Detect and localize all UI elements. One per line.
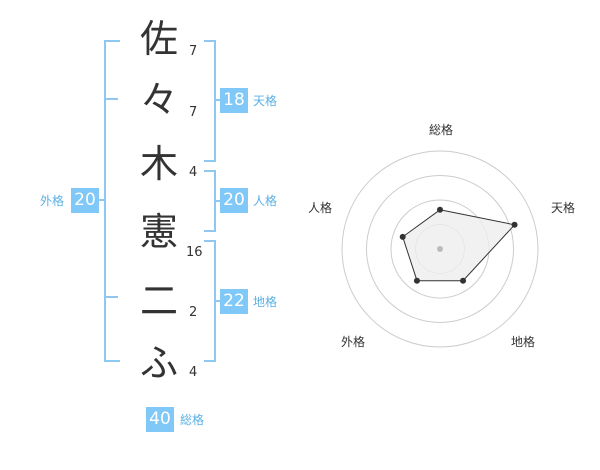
stroke-count-3: 4 [189, 165, 198, 180]
jinkaku-bracket-connector [216, 200, 222, 202]
stroke-count-2: 7 [189, 105, 198, 120]
radar-label-gaikaku: 外格 [341, 334, 365, 349]
jinkaku-bracket [204, 170, 216, 232]
stroke-count-1: 7 [189, 44, 198, 59]
soukaku-label: 総格 [180, 413, 205, 427]
chikaku-value: 22 [220, 289, 248, 314]
name-char-2: 々 [139, 78, 178, 122]
radar-chart: 総格 天格 地格 外格 人格 [308, 122, 575, 349]
name-char-5: 二 [139, 279, 178, 323]
radar-grid-ring [341, 150, 539, 348]
soukaku-value: 40 [146, 407, 174, 432]
tenkaku-label: 天格 [253, 94, 278, 108]
gaikaku-value: 20 [71, 188, 99, 213]
gaikaku-bracket [104, 40, 120, 362]
stroke-count-5: 2 [189, 305, 198, 320]
stroke-count-4: 16 [186, 245, 203, 260]
radar-grid-ring [366, 175, 514, 323]
name-char-6: ふ [139, 341, 178, 385]
tenkaku-bracket-connector [216, 99, 222, 101]
gaikaku-bracket-tick-bottom [106, 296, 118, 298]
gaikaku-bracket-connector [98, 199, 104, 201]
radar-label-chikaku: 地格 [511, 334, 535, 349]
radar-label-jinkaku: 人格 [308, 200, 332, 215]
chikaku-label: 地格 [253, 295, 278, 309]
gaikaku-label: 外格 [40, 194, 65, 208]
stroke-count-6: 4 [189, 365, 198, 380]
radar-point [413, 277, 420, 284]
radar-point [460, 277, 467, 284]
radar-point [511, 221, 518, 228]
jinkaku-label: 人格 [253, 194, 278, 208]
gaikaku-bracket-tick-top [106, 98, 118, 100]
radar-label-soukaku: 総格 [429, 122, 453, 137]
jinkaku-value: 20 [220, 188, 248, 213]
radar-point [437, 206, 443, 213]
radar-center-dot [437, 246, 443, 252]
chikaku-bracket [204, 240, 216, 362]
radar-label-tenkaku: 天格 [551, 200, 575, 215]
name-char-4: 憲 [139, 210, 178, 254]
name-char-1: 佐 [139, 17, 178, 61]
name-char-3: 木 [139, 142, 178, 186]
tenkaku-value: 18 [220, 88, 248, 113]
radar-point [399, 233, 406, 240]
chikaku-bracket-connector [216, 300, 222, 302]
radar-value-area [402, 209, 516, 282]
tenkaku-bracket [204, 40, 216, 162]
